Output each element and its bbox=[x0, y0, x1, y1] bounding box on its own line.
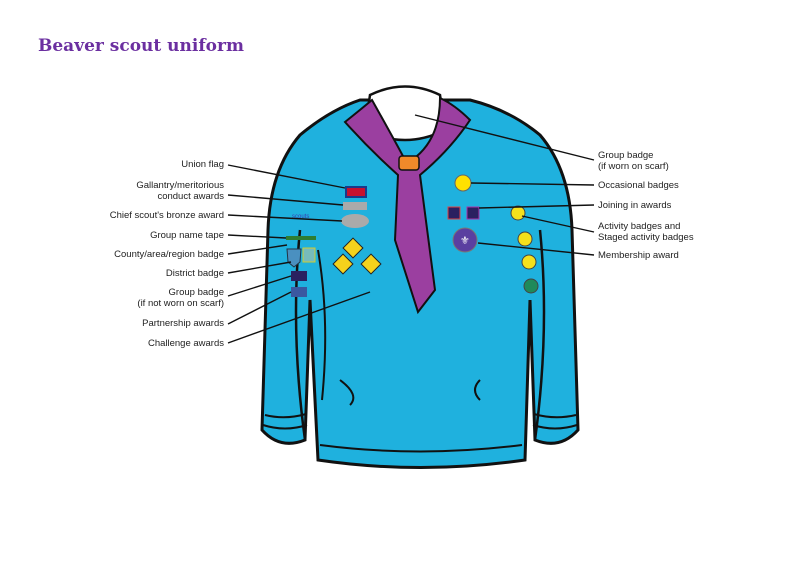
svg-text:⚜: ⚜ bbox=[460, 235, 470, 247]
label-district-badge: District badge bbox=[165, 268, 224, 279]
label-challenge: Challenge awards bbox=[147, 338, 224, 349]
scarf bbox=[343, 96, 472, 315]
label-membership: Membership award bbox=[598, 250, 679, 261]
label-group-badge-left: Group badge(if not worn on scarf) bbox=[137, 287, 224, 309]
activity-badge bbox=[523, 278, 539, 294]
district-badge bbox=[302, 247, 316, 263]
label-county-badge: County/area/region badge bbox=[114, 249, 224, 260]
label-union-flag: Union flag bbox=[181, 159, 224, 170]
label-chief-scout-bronze: Chief scout's bronze award bbox=[109, 210, 224, 221]
gallantry-badge bbox=[343, 202, 367, 210]
partnership-badge bbox=[291, 287, 307, 297]
svg-text:scouts: scouts bbox=[292, 214, 309, 220]
activity-badge bbox=[521, 254, 537, 270]
bronze-award-badge bbox=[341, 214, 369, 228]
group-badge-left bbox=[291, 271, 307, 281]
label-partnership: Partnership awards bbox=[142, 318, 224, 329]
woggle bbox=[398, 155, 420, 171]
label-group-name-tape: Group name tape bbox=[150, 230, 224, 241]
union-flag-badge bbox=[345, 186, 367, 198]
group-name-tape bbox=[286, 236, 316, 240]
challenge-awards bbox=[332, 237, 382, 275]
leader-lines bbox=[227, 114, 595, 344]
joining-in-award-1 bbox=[447, 206, 461, 220]
activity-badge bbox=[510, 205, 526, 221]
label-occasional: Occasional badges bbox=[598, 180, 679, 191]
joining-in-award-2 bbox=[466, 206, 480, 220]
label-group-badge-right: Group badge(if worn on scarf) bbox=[598, 150, 669, 172]
activity-badge bbox=[517, 231, 533, 247]
label-joining-in: Joining in awards bbox=[598, 200, 672, 211]
occasional-badge bbox=[454, 174, 472, 192]
membership-award bbox=[452, 227, 478, 253]
page-title: Beaver scout uniform bbox=[38, 36, 244, 56]
